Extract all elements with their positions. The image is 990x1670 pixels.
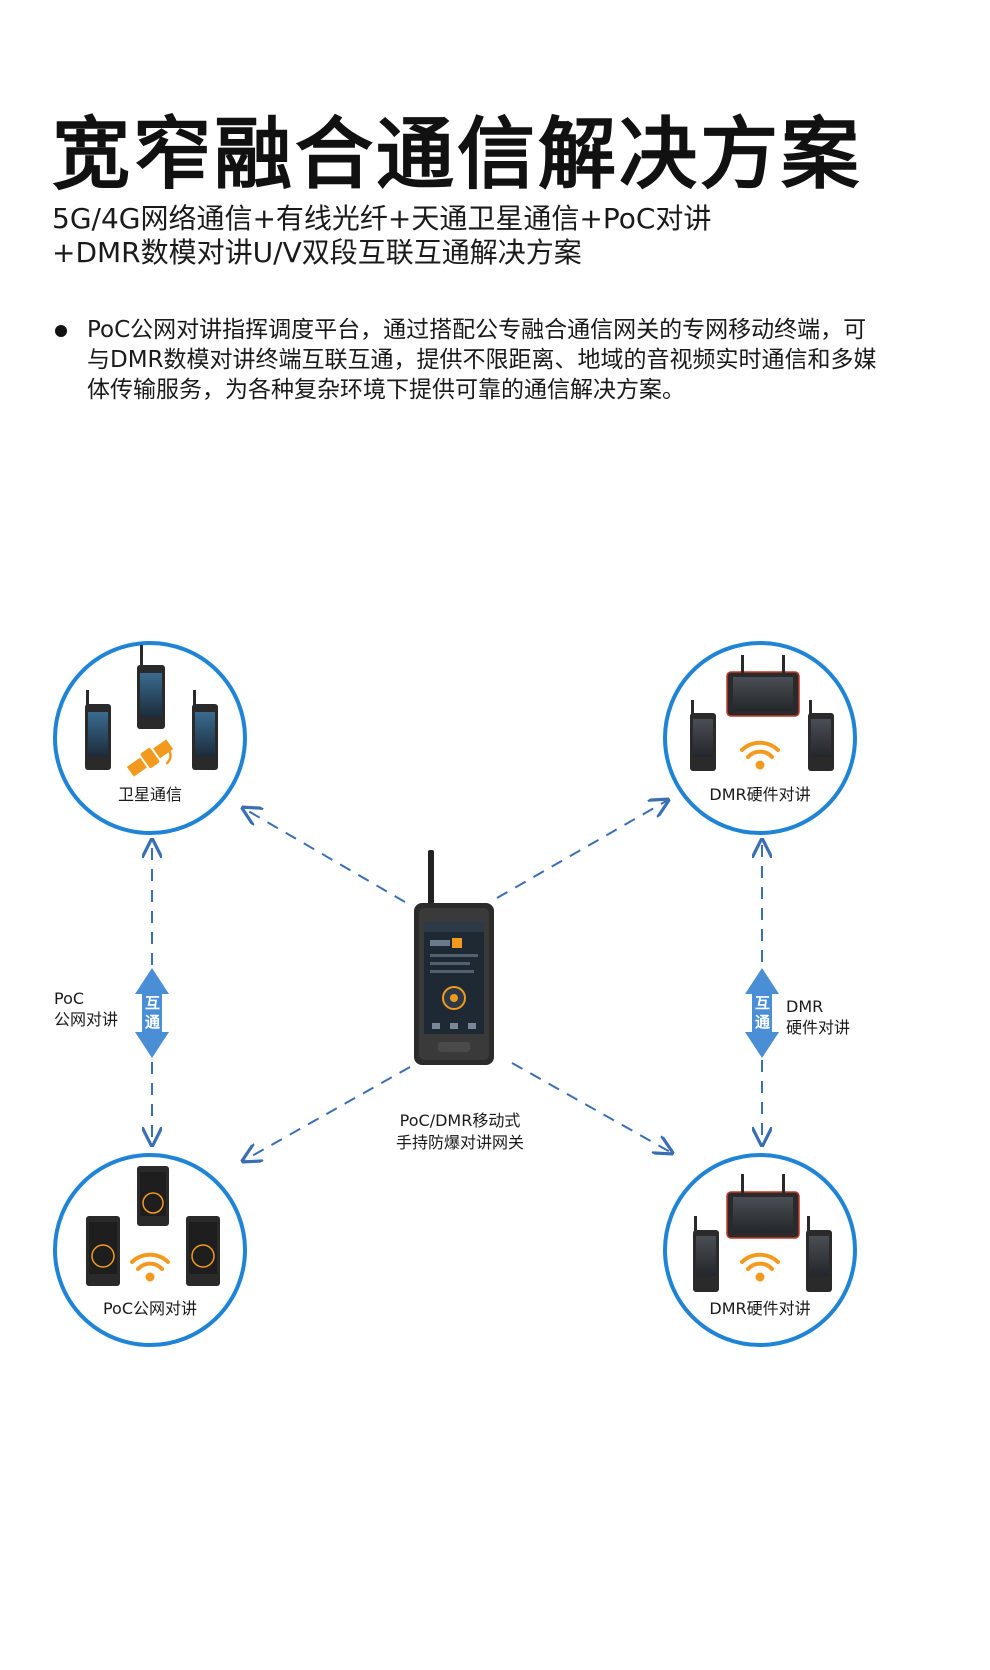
gateway-label-line-2: 手持防爆对讲网关: [395, 1133, 524, 1152]
left-double-arrow: [135, 968, 169, 1058]
poc-phones: [86, 1166, 220, 1286]
node-circle-top-right: [663, 641, 857, 835]
left-link-label: PoC 公网对讲: [54, 988, 118, 1030]
right-link-label: DMR 硬件对讲: [786, 996, 850, 1038]
node-label-bottom-right: DMR硬件对讲: [709, 1299, 811, 1318]
node-label-top-left: 卫星通信: [117, 785, 182, 804]
node-circle-top-left: [53, 641, 247, 835]
subtitle-line-2: +DMR数模对讲U/V双段互联互通解决方案: [52, 236, 582, 269]
gateway-label: PoC/DMR移动式 手持防爆对讲网关: [370, 1110, 550, 1154]
right-arrow-text-2: 通: [755, 1013, 771, 1031]
line-center-to-topleft: [243, 808, 406, 903]
gateway-label-line-1: PoC/DMR移动式: [399, 1111, 521, 1130]
left-link-line-2: 公网对讲: [54, 1010, 119, 1029]
page-subtitle: 5G/4G网络通信+有线光纤+天通卫星通信+PoC对讲 +DMR数模对讲U/V双…: [52, 202, 711, 270]
wifi-icon-bottom-left: [130, 1252, 170, 1282]
node-label-bottom-left: PoC公网对讲: [102, 1299, 198, 1318]
node-label-top-right: DMR硬件对讲: [709, 785, 811, 804]
left-link-line-1: PoC: [54, 989, 85, 1008]
bullet-dot: [55, 325, 67, 337]
wifi-icon-bottom-right: [740, 1252, 780, 1282]
left-arrow-text-1: 互: [145, 994, 161, 1012]
line-center-to-bottomleft: [243, 1066, 411, 1161]
subtitle-line-1: 5G/4G网络通信+有线光纤+天通卫星通信+PoC对讲: [52, 202, 712, 235]
gateway-device: [414, 850, 494, 1065]
line-center-to-bottomright: [511, 1062, 672, 1153]
connection-lines: [152, 800, 762, 1161]
description-text: PoC公网对讲指挥调度平台，通过搭配公专融合通信网关的专网移动终端，可与DMR数…: [87, 317, 877, 403]
right-link-line-2: 硬件对讲: [786, 1018, 851, 1037]
right-double-arrow: [745, 968, 779, 1058]
dmr-devices-top: [690, 655, 834, 771]
satellite-icon: [126, 739, 174, 777]
right-link-line-1: DMR: [786, 997, 824, 1016]
node-circle-bottom-right: [663, 1153, 857, 1347]
wifi-icon-top-right: [740, 740, 780, 770]
dmr-devices-bottom: [693, 1174, 832, 1292]
line-center-to-topright: [496, 800, 668, 899]
left-arrow-text-2: 通: [145, 1013, 161, 1031]
node-circle-bottom-left: [53, 1153, 247, 1347]
page-title: 宽窄融合通信解决方案: [52, 110, 863, 200]
satellite-phones: [85, 645, 218, 770]
right-arrow-text-1: 互: [755, 994, 771, 1012]
